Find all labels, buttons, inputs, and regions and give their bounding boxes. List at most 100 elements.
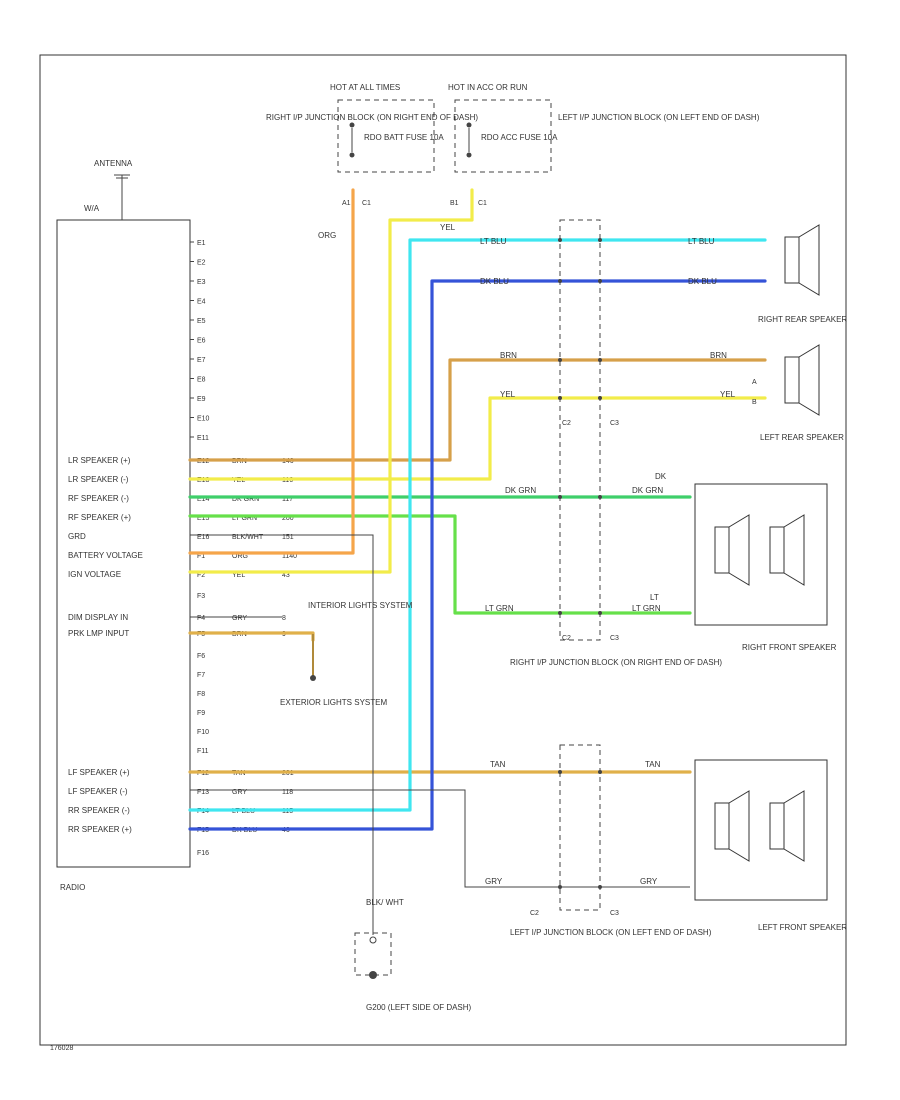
- left-front-speaker-icon-a: [714, 790, 750, 862]
- wire-gry-label: GRY: [485, 877, 503, 886]
- terminal-dot: [598, 495, 602, 499]
- pin-circuit: 8: [282, 615, 286, 622]
- speaker-cone: [798, 224, 820, 296]
- wire-dkblu-c3-label: DK BLU: [688, 277, 717, 286]
- ground-icon: [369, 936, 377, 979]
- wire-yellow-lr-minus: [188, 396, 767, 481]
- left-fuse-block-label: LEFT I/P JUNCTION BLOCK (ON LEFT END OF …: [558, 113, 760, 122]
- wire-ltgrn-right-label: LT GRN: [632, 604, 661, 613]
- wire-brown-lr-plus: [188, 358, 767, 462]
- connector-c3-left: C3: [610, 910, 619, 917]
- radio-pin-f7: F7: [197, 672, 205, 679]
- terminal-dot: [598, 396, 602, 400]
- pin-name: LF SPEAKER (+): [68, 768, 130, 777]
- pin-name: LF SPEAKER (-): [68, 787, 128, 796]
- wire-dkgrn-label: DK GRN: [505, 486, 536, 495]
- radio-pin-e2: E2: [197, 260, 206, 267]
- wire-blue-rr-plus: [188, 279, 767, 831]
- wire-cyan-rr-minus: [188, 238, 767, 812]
- radio-pin-e11: E11: [197, 435, 209, 442]
- pin-name: RR SPEAKER (+): [68, 825, 132, 834]
- terminal-dot: [598, 358, 602, 362]
- wire-harness: [188, 188, 767, 935]
- wire-gry-right-label: GRY: [640, 877, 658, 886]
- fuse-icon: [349, 122, 472, 158]
- connector-c2-left: C2: [530, 910, 539, 917]
- wire-yel-label: YEL: [440, 223, 456, 232]
- terminal-dot: [558, 358, 562, 362]
- terminal-dot: [558, 396, 562, 400]
- pin-name: BATTERY VOLTAGE: [68, 551, 143, 560]
- ground-box: [354, 932, 392, 976]
- right-rear-speaker-label: RIGHT REAR SPEAKER: [758, 315, 847, 324]
- terminal-dot: [598, 279, 602, 283]
- left-junction-label: LEFT I/P JUNCTION BLOCK (ON LEFT END OF …: [510, 928, 712, 937]
- right-junction-label: RIGHT I/P JUNCTION BLOCK (ON RIGHT END O…: [510, 658, 722, 667]
- fuse-left-pin-b1: B1: [450, 200, 459, 207]
- wire-dk-label: DK: [655, 472, 667, 481]
- pin-name: IGN VOLTAGE: [68, 570, 121, 579]
- pin-name: RF SPEAKER (-): [68, 494, 129, 503]
- radio-pin-e8: E8: [197, 377, 206, 384]
- radio-pin-f9: F9: [197, 710, 205, 717]
- wire-dkgrn-right-label: DK GRN: [632, 486, 663, 495]
- exterior-lights-arrow-icon: [310, 634, 316, 681]
- pin-circuit: 43: [282, 572, 290, 579]
- wire-dkblu-c2-label: DK BLU: [480, 277, 509, 286]
- radio-label: RADIO: [60, 883, 85, 892]
- wire-brn-right-label: BRN: [710, 351, 727, 360]
- pin-color: LT GRN: [232, 515, 257, 522]
- connector-c3-rear: C3: [610, 420, 619, 427]
- wire-tan-label: TAN: [490, 760, 506, 769]
- right-rear-speaker-icon: [784, 224, 820, 296]
- terminal-dot: [558, 885, 562, 889]
- pin-color: YEL: [232, 572, 245, 579]
- pin-name: RF SPEAKER (+): [68, 513, 131, 522]
- exterior-lights-label: EXTERIOR LIGHTS SYSTEM: [280, 698, 387, 707]
- wire-org-label: ORG: [318, 231, 336, 240]
- wire-orange-battery: [188, 188, 355, 555]
- left-fuse-block-box: [454, 99, 552, 173]
- radio-pin-e4: E4: [197, 299, 206, 306]
- wire-yellow-ign: [188, 188, 474, 574]
- wire-black-ground: [190, 534, 374, 935]
- left-junction-block: [559, 744, 601, 911]
- speaker-cone: [798, 344, 820, 416]
- speaker-pin-a: A: [752, 379, 757, 386]
- pin-circuit: 151: [282, 534, 294, 541]
- radio-pin-e5: E5: [197, 318, 206, 325]
- radio-pin-f10: F10: [197, 729, 209, 736]
- speaker-cone: [728, 790, 750, 862]
- fuse-right-pin-a1: A1: [342, 200, 351, 207]
- wire-gray-lf-minus: [190, 789, 690, 888]
- terminal-dot: [598, 611, 602, 615]
- connector-c3-front: C3: [610, 635, 619, 642]
- antenna-sub-label: W/A: [84, 204, 100, 213]
- pin-id: F2: [197, 572, 205, 579]
- wire-tan-right-label: TAN: [645, 760, 661, 769]
- left-rear-speaker-label: LEFT REAR SPEAKER: [760, 433, 844, 442]
- connector-c2-rear: C2: [562, 420, 571, 427]
- pin-id: F1: [197, 553, 205, 560]
- speaker-cone: [783, 514, 805, 586]
- pin-id: F13: [197, 789, 209, 796]
- connector-c2-front: C2: [562, 635, 571, 642]
- diagram-frame: [39, 54, 847, 1046]
- radio-pin-f8: F8: [197, 691, 205, 698]
- pin-id: E16: [197, 534, 210, 541]
- speaker-magnet: [784, 236, 800, 284]
- radio-pin-f6: F6: [197, 653, 205, 660]
- pin-circuit: 117: [282, 496, 293, 503]
- pin-id: E15: [197, 515, 210, 522]
- right-fuse-block-box: [337, 99, 435, 173]
- pin-name: GRD: [68, 532, 86, 541]
- pin-id: F4: [197, 615, 205, 622]
- wire-yel-right-label: YEL: [720, 390, 736, 399]
- radio-unit: [56, 219, 191, 868]
- ground-wire-label: BLK/ WHT: [366, 898, 404, 907]
- terminal-dot: [598, 885, 602, 889]
- wire-yel2-label: YEL: [500, 390, 516, 399]
- pin-name: LR SPEAKER (-): [68, 475, 129, 484]
- pin-color: DK GRN: [232, 496, 259, 503]
- wire-ltblu-c2-label: LT BLU: [480, 237, 507, 246]
